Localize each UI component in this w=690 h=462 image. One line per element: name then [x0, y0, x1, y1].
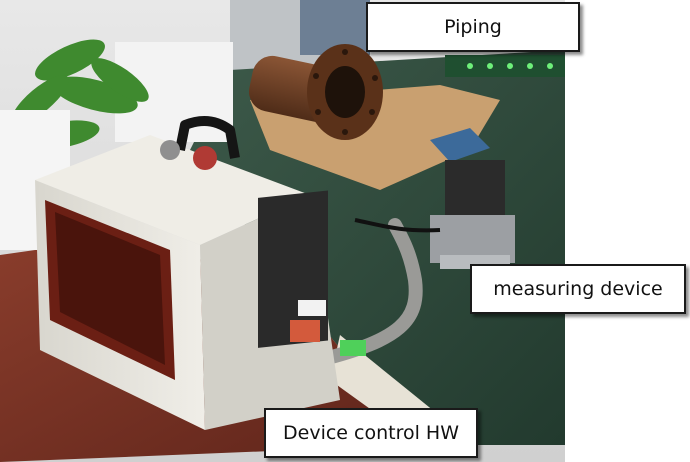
black-cables: [354, 218, 441, 233]
callout-device-control-hw: Device control HW: [264, 408, 478, 458]
red-connector: [290, 320, 320, 342]
cable-conduit: [313, 218, 423, 367]
pipe-bore: [325, 66, 365, 118]
flange-bolts: [313, 49, 378, 135]
top-knob: [160, 140, 180, 160]
handle: [175, 116, 240, 159]
led-strip: [445, 55, 565, 77]
power-switch: [193, 146, 217, 170]
enclosure-top: [35, 135, 310, 245]
display-screen: [55, 212, 165, 365]
sensor-head: [430, 128, 490, 162]
led-indicators: [467, 63, 553, 69]
white-connector: [298, 300, 326, 316]
label-measuring-device: measuring device: [493, 278, 663, 300]
label-device-control-hw: Device control HW: [283, 422, 459, 444]
callout-measuring-device: measuring device: [470, 264, 686, 314]
label-piping: Piping: [444, 16, 502, 38]
green-indicator: [340, 340, 366, 356]
callout-piping: Piping: [366, 2, 580, 52]
